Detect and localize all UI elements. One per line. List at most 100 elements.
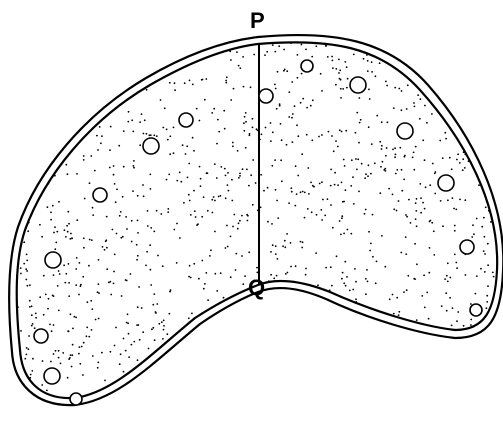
stipple-dot [31, 325, 33, 327]
stipple-dot [414, 400, 416, 402]
stipple-dot [394, 147, 396, 149]
stipple-dot [483, 217, 485, 219]
stipple-dot [333, 150, 335, 152]
stipple-dot [426, 372, 428, 374]
stipple-dot [230, 340, 232, 342]
stipple-dot [444, 278, 446, 280]
stipple-dot [80, 80, 82, 82]
hole [70, 393, 82, 405]
stipple-dot [355, 301, 357, 303]
stipple-dot [318, 370, 320, 372]
stipple-dot [192, 137, 194, 139]
stipple-dot [21, 138, 23, 140]
stipple-dot [223, 110, 225, 112]
stipple-dot [87, 70, 89, 72]
stipple-dot [486, 307, 488, 309]
stipple-dot [95, 319, 97, 321]
stipple-dot [79, 262, 81, 264]
stipple-dot [408, 356, 410, 358]
stipple-dot [470, 319, 472, 321]
stipple-dot [352, 176, 354, 178]
stipple-dot [423, 274, 425, 276]
stipple-dot [261, 133, 263, 135]
stipple-dot [270, 363, 272, 365]
stipple-dot [301, 73, 303, 75]
stipple-dot [459, 138, 461, 140]
stipple-dot [414, 243, 416, 245]
stipple-dot [152, 369, 154, 371]
stipple-dot [322, 345, 324, 347]
stipple-dot [333, 351, 335, 353]
stipple-dot [456, 380, 458, 382]
stipple-dot [333, 374, 335, 376]
stipple-dot [417, 392, 419, 394]
stipple-dot [218, 131, 220, 133]
stipple-dot [277, 71, 279, 73]
stipple-dot [189, 325, 191, 327]
stipple-dot [251, 385, 253, 387]
stipple-dot [499, 164, 501, 166]
stipple-dot [71, 237, 73, 239]
stipple-dot [80, 284, 82, 286]
stipple-dot [14, 212, 16, 214]
stipple-dot [100, 71, 102, 73]
stipple-dot [356, 169, 358, 171]
stipple-dot [207, 210, 209, 212]
stipple-dot [473, 109, 475, 111]
stipple-dot [368, 89, 370, 91]
stipple-dot [23, 241, 25, 243]
stipple-dot [294, 205, 296, 207]
stipple-dot [152, 327, 154, 329]
stipple-dot [208, 353, 210, 355]
stipple-dot [468, 379, 470, 381]
stipple-dot [327, 365, 329, 367]
stipple-dot [169, 135, 171, 137]
stipple-dot [413, 152, 415, 154]
stipple-dot [466, 144, 468, 146]
stipple-dot [138, 286, 140, 288]
stipple-dot [96, 135, 98, 137]
stipple-dot [495, 137, 497, 139]
stipple-dot [487, 285, 489, 287]
stipple-dot [396, 169, 398, 171]
stipple-dot [171, 352, 173, 354]
stipple-dot [247, 220, 249, 222]
stipple-dot [37, 399, 39, 401]
stipple-dot [280, 401, 282, 403]
stipple-dot [497, 59, 499, 61]
stipple-dot [220, 272, 222, 274]
stipple-dot [125, 350, 127, 352]
stipple-dot [485, 400, 487, 402]
stipple-dot [297, 135, 299, 137]
stipple-dot [330, 169, 332, 171]
stipple-dot [220, 195, 222, 197]
stipple-dot [301, 302, 303, 304]
stipple-dot [300, 241, 302, 243]
stipple-dot [271, 223, 273, 225]
stipple-dot [146, 133, 148, 135]
stipple-dot [434, 193, 436, 195]
stipple-dot [199, 166, 201, 168]
hole [397, 123, 413, 139]
stipple-dot [88, 265, 90, 267]
stipple-dot [340, 378, 342, 380]
stipple-dot [372, 214, 374, 216]
stipple-dot [186, 390, 188, 392]
stipple-dot [470, 139, 472, 141]
stipple-dot [405, 214, 407, 216]
stipple-dot [302, 353, 304, 355]
stipple-dot [247, 215, 249, 217]
stipple-dot [338, 72, 340, 74]
stipple-dot [233, 88, 235, 90]
stipple-dot [52, 205, 54, 207]
stipple-dot [341, 394, 343, 396]
stipple-dot [401, 403, 403, 405]
stipple-dot [450, 54, 452, 56]
stipple-dot [115, 384, 117, 386]
stipple-dot [355, 132, 357, 134]
stipple-dot [135, 60, 137, 62]
stipple-dot [407, 84, 409, 86]
stipple-dot [274, 51, 276, 53]
stipple-dot [310, 105, 312, 107]
stipple-dot [395, 327, 397, 329]
